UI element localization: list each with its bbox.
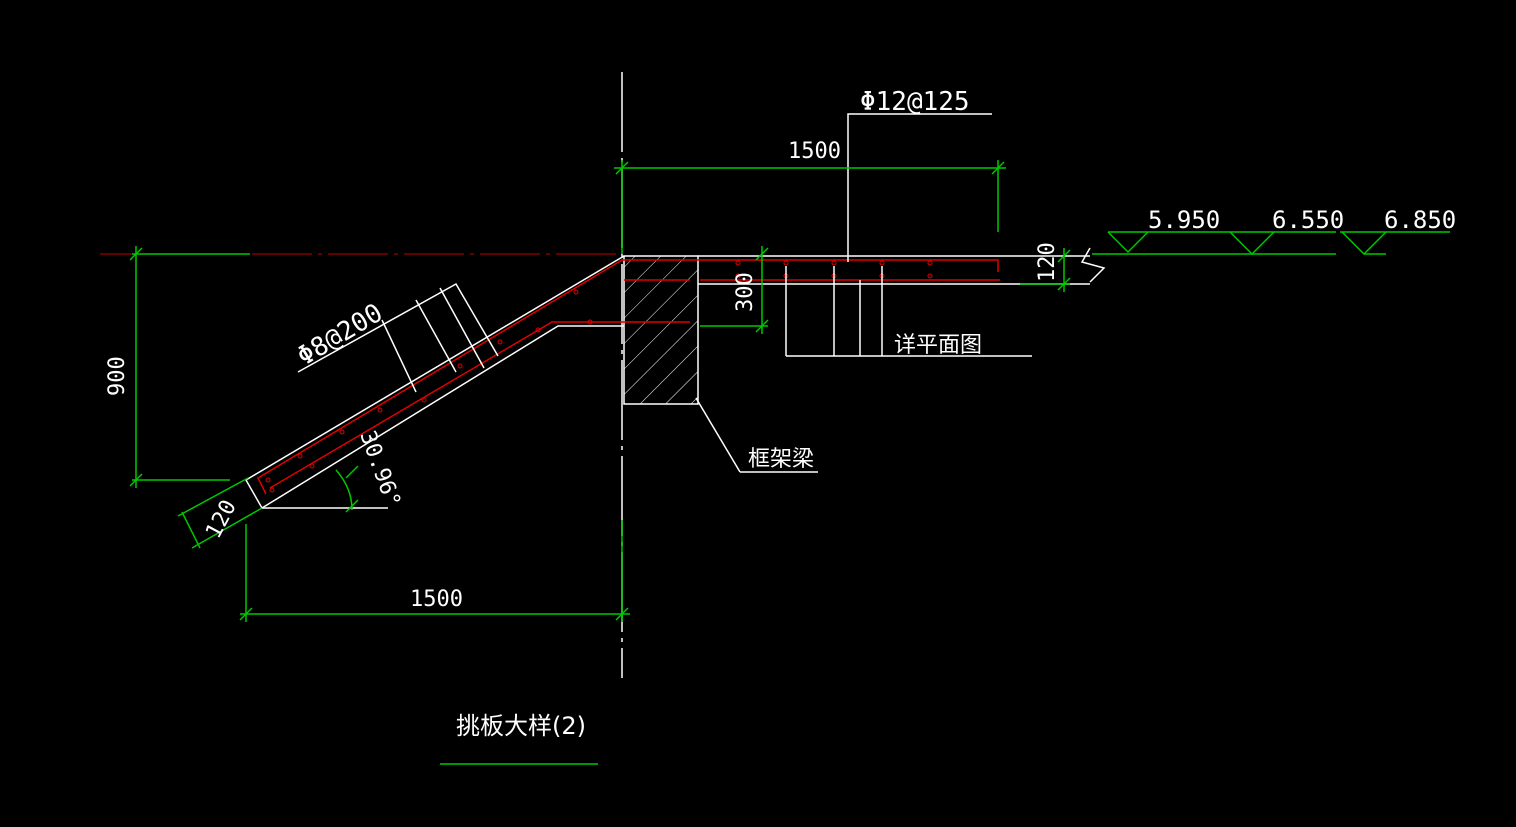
dim-beam-depth: 300 [733, 272, 758, 312]
frame-beam-label: 框架梁 [748, 447, 814, 472]
elevation-3: 6.850 [1384, 206, 1456, 234]
dimensions [129, 160, 1450, 622]
frame-beam [623, 255, 818, 473]
elevation-2: 6.550 [1272, 206, 1344, 234]
dim-bottom-width: 1500 [410, 587, 463, 612]
rebar-top-label: Φ12@125 [860, 87, 970, 117]
dim-slope-thickness: 120 [201, 496, 242, 543]
sloped-slab-outline [244, 255, 625, 510]
reference-lines [100, 72, 623, 678]
slope-rebar-leader [297, 282, 499, 393]
rebar-slope-label: Φ8@200 [292, 298, 388, 372]
top-rebar-leader [785, 113, 1032, 357]
elevation-1: 5.950 [1148, 206, 1220, 234]
angle-label: 30.96° [354, 428, 405, 511]
dim-slab-thickness: 120 [1035, 242, 1060, 282]
see-plan-label: 详平面图 [894, 333, 982, 358]
dim-height: 900 [105, 356, 130, 396]
dim-top-width: 1500 [788, 139, 841, 164]
drawing-title: 挑板大样(2) [456, 712, 586, 740]
reinforcement [257, 259, 1000, 495]
